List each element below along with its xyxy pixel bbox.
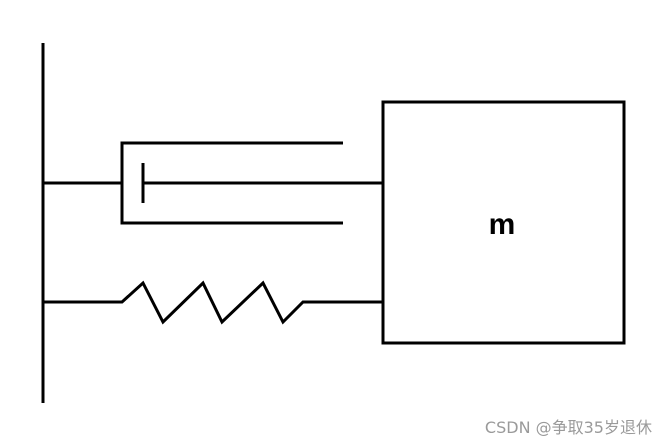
spring [43, 280, 383, 325]
mass-label: m [489, 208, 516, 241]
spring-coil [43, 280, 383, 325]
damper-cylinder [120, 141, 343, 225]
mass-block [381, 100, 626, 345]
watermark: CSDN @争取35岁退休 [484, 418, 652, 437]
damper [43, 141, 383, 225]
